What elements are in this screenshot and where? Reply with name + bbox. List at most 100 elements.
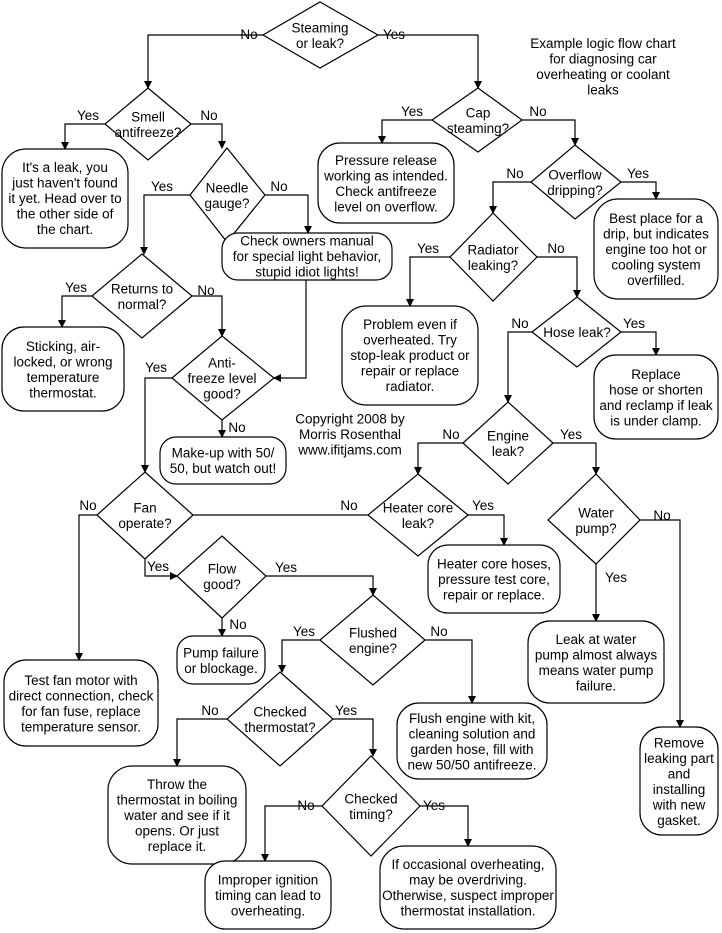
outcome-text-owners-manual-line: stupid idiot lights! [255,265,359,280]
edge-cap-yes [378,119,432,144]
outcome-text-makeup-line: 50, but watch out! [170,461,277,476]
branch-label-timing-no: No [297,798,314,813]
branch-label-flow-no: No [229,617,246,632]
edge-fan-yes [144,559,178,580]
outcome-text-throw-thermostat-line: Throw the [147,777,207,792]
decision-text-radiator-line: leaking? [468,258,518,273]
outcome-text-leak-not-found-line: it yet. Head over to [8,191,121,206]
decision-fan [96,471,194,560]
outcome-text-problem-even-line: radiator. [386,379,435,394]
outcome-text-problem-even-line: repair or replace [361,364,459,379]
outcome-pressure-release [317,142,455,224]
outcomes [1,142,719,930]
decision-text-heater-line: leak? [402,516,434,531]
outcome-text-drip-place-line: drip, but indicates [603,227,709,242]
decision-text-radiator-line: Radiator [467,242,519,257]
outcome-text-flush-engine: Flush engine with kit,cleaning solution … [407,711,536,773]
branch-label-hose-yes: Yes [623,316,645,331]
decision-text-hose: Hose leak? [543,325,611,340]
edge-radiator-no [537,256,581,298]
branch-label-radiator-no: No [547,241,564,256]
outcome-text-pressure-release-line: level on overflow. [334,199,438,214]
edge-steaming-yes [378,34,482,89]
outcome-text-heater-hoses-line: Heater core hoses, [437,557,551,572]
branch-label-cap-yes: Yes [401,104,423,119]
branch-label-overflow-yes: Yes [627,166,649,181]
outcome-text-flush-engine-line: cleaning solution and [409,726,536,741]
copyright-text-line: www.ifitjams.com [297,443,402,458]
outcome-text-leak-not-found-line: just haven't found [11,176,117,191]
decision-text-checked-timing-line: timing? [349,807,393,822]
decisions [91,1,641,857]
outcome-water-pump-leak [527,620,665,704]
decision-steaming [261,1,380,69]
outcome-text-replace-hose-line: is under clamp. [610,413,702,428]
edge-radiator-yes [406,256,450,307]
branch-label-needle-yes: Yes [151,179,173,194]
branch-label-flushed-no: No [430,624,447,639]
outcome-text-leak-not-found-line: the other side of [17,207,114,222]
outcome-text-sticking-line: Sticking, air- [26,339,100,354]
outcome-text-remove-part-line: Remove [654,735,704,750]
connectors [58,34,684,862]
branch-label-hose-no: No [511,316,528,331]
outcome-text-occasional-line: may be overdriving. [409,872,527,887]
outcome-text-test-fan-line: temperature sensor. [21,719,141,734]
decision-text-checked-timing-line: Checked [344,791,397,806]
edge-overflow-yes [621,181,660,200]
edge-hose-yes [621,331,660,356]
edge-timing-no [261,805,322,862]
outcome-text-sticking-line: temperature [27,370,100,385]
decision-text-flushed-line: engine? [349,641,397,656]
outcome-text-pressure-release-line: Pressure release [335,153,437,168]
decision-flow [176,535,267,619]
decision-text-steaming-line: Steaming [291,20,348,35]
outcome-pump-failure [176,635,266,685]
edge-antifreeze-yes [141,377,172,473]
branch-label-radiator-yes: Yes [417,241,439,256]
outcome-text-drip-place-line: overfilled. [627,273,685,288]
edge-heater-yes [468,514,508,546]
branch-label-thermostat-yes: Yes [335,703,357,718]
decision-text-returns-line: Returns to [111,281,173,296]
decision-text-cap-line: Cap [466,105,491,120]
decision-text-fan-line: Fan [133,500,156,515]
outcome-text-water-pump-leak-line: pump almost always [535,647,658,662]
outcome-text-remove-part-line: installing [653,782,706,797]
decision-checked-thermostat [226,671,334,767]
outcome-text-replace-hose-line: hose or shorten [609,382,703,397]
decision-heater [367,473,469,557]
outcome-text-remove-part-line: and [668,766,691,781]
decision-text-checked-thermostat-line: thermostat? [244,720,315,735]
outcome-text-occasional: If occasional overheating,may be overdri… [382,857,554,919]
outcome-text-test-fan-line: Test fan motor with [24,673,137,688]
outcome-text-replace-hose-line: Replace [631,367,681,382]
outcome-owners-manual [221,232,393,281]
outcome-text-water-pump-leak-line: failure. [576,678,617,693]
edge-steaming-no [144,34,263,89]
edge-smell-no [191,123,226,149]
decision-flushed [319,594,426,686]
outcome-text-test-fan-line: direct connection, check [9,688,154,703]
copyright-text-line: Morris Rosenthal [299,427,401,442]
decision-radiator [449,212,538,302]
edge-engine-yes [553,442,600,475]
branch-label-steaming-no: No [240,27,257,42]
decision-returns [91,253,193,339]
outcome-text-ignition-timing-line: overheating. [231,904,305,919]
